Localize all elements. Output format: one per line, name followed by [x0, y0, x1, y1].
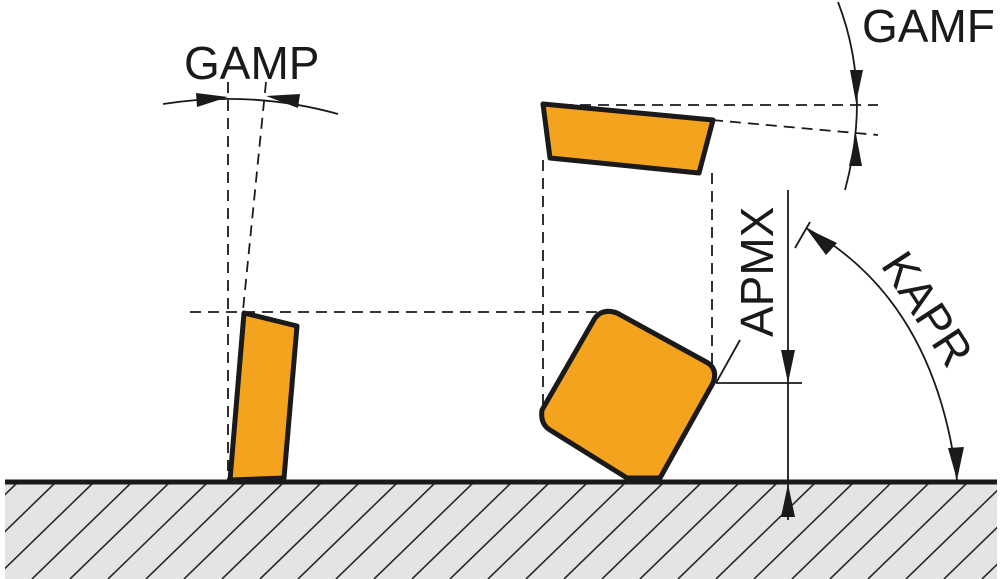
hatch-line: [601, 482, 703, 579]
hatch-line: [791, 482, 893, 579]
gamf-tilted-line: [711, 119, 879, 136]
hatch-line: [145, 482, 247, 579]
ground-hatching: [5, 482, 997, 579]
hatch-line: [221, 482, 323, 579]
gamp-arrow-right: [266, 94, 300, 108]
hatch-line: [183, 482, 285, 579]
hatch-line: [259, 482, 361, 579]
hatch-line: [411, 482, 513, 579]
hatch-line: [943, 526, 997, 579]
kapr-label: KAPR: [872, 242, 984, 375]
apmx-leader-line: [715, 339, 741, 384]
hatch-line: [829, 482, 931, 579]
apmx-label: APMX: [731, 207, 783, 337]
gamp-label: GAMP: [184, 37, 319, 89]
kapr-extension-line: [794, 221, 811, 249]
gamf-view: GAMF: [540, 0, 995, 191]
gamp-view: GAMP: [162, 37, 618, 483]
hatch-line: [373, 482, 475, 579]
hatch-line: [297, 482, 399, 579]
gamf-arrow-bottom: [849, 134, 862, 166]
hatch-line: [639, 482, 741, 579]
hatch-line: [69, 482, 171, 579]
hatch-line: [867, 482, 969, 579]
apmx-arrow-bottom: [781, 484, 795, 517]
kapr-angle-arc: [805, 227, 958, 481]
hatch-line: [107, 482, 209, 579]
hatch-line: [563, 482, 665, 579]
hatch-line: [905, 489, 997, 579]
hatch-line: [31, 482, 133, 579]
gamp-tilted-line: [241, 81, 267, 321]
gamf-arrow-top: [850, 70, 863, 103]
hatch-line: [525, 482, 627, 579]
hatch-line: [715, 482, 817, 579]
workpiece-ground: [5, 479, 997, 579]
left-insert: [227, 310, 300, 483]
hatch-line: [5, 482, 95, 570]
gamp-dimension-arc: [162, 97, 339, 115]
right-insert: [539, 308, 718, 481]
apmx-kapr-view: APMX KAPR: [539, 160, 984, 520]
hatch-line: [335, 482, 437, 579]
top-insert: [540, 101, 716, 176]
hatch-line: [677, 482, 779, 579]
hatch-line: [449, 482, 551, 579]
hatch-line: [753, 482, 855, 579]
hatch-line: [487, 482, 589, 579]
hatch-line: [5, 482, 57, 533]
apmx-arrow-top: [781, 350, 795, 383]
kapr-arrow-bottom: [948, 447, 964, 480]
gamp-arrow-left: [196, 93, 228, 107]
kapr-arrow-top: [806, 228, 837, 255]
gamf-label: GAMF: [862, 0, 995, 52]
